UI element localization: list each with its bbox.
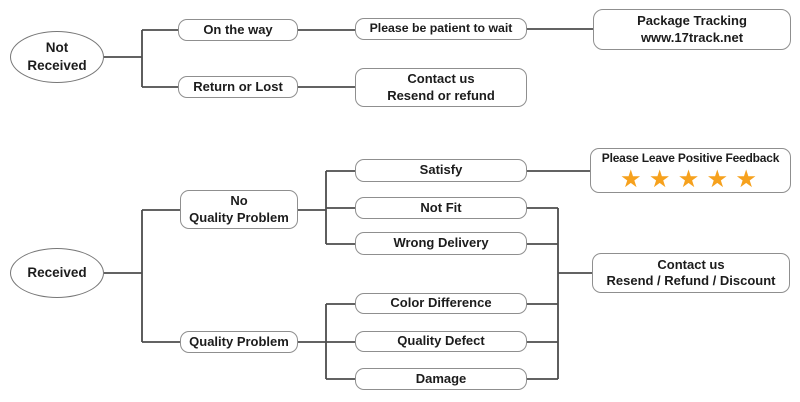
- node-no-quality-problem: No Quality Problem: [180, 190, 298, 229]
- node-positive-feedback: Please Leave Positive Feedback ★★★★★: [590, 148, 791, 193]
- node-package-tracking: Package Tracking www.17track.net: [593, 9, 791, 50]
- tracking-url-label: www.17track.net: [640, 29, 744, 45]
- contact-us-label: Contact us: [657, 256, 725, 272]
- node-not-fit-label: Not Fit: [420, 199, 462, 215]
- node-satisfy-label: Satisfy: [419, 162, 463, 178]
- node-damage-label: Damage: [415, 370, 467, 386]
- node-quality-problem: Quality Problem: [180, 331, 298, 353]
- node-wrong-delivery: Wrong Delivery: [355, 232, 527, 255]
- node-not-received-label: Not Received: [27, 40, 87, 73]
- node-not-fit: Not Fit: [355, 197, 527, 219]
- node-on-the-way: On the way: [178, 19, 298, 41]
- node-contact-us-resend-refund: Contact us Resend or refund: [355, 68, 527, 107]
- no-quality-problem-line2: Quality Problem: [189, 209, 289, 225]
- node-color-difference-label: Color Difference: [390, 295, 492, 311]
- node-received-label: Received: [27, 265, 87, 281]
- node-return-or-lost-label: Return or Lost: [193, 78, 283, 94]
- node-wrong-delivery-label: Wrong Delivery: [393, 235, 489, 251]
- node-be-patient-label: Please be patient to wait: [369, 21, 513, 36]
- node-quality-defect-label: Quality Defect: [397, 333, 485, 349]
- package-tracking-label: Package Tracking: [637, 13, 747, 29]
- node-color-difference: Color Difference: [355, 293, 527, 314]
- node-contact-us-resend-refund-discount: Contact us Resend / Refund / Discount: [592, 253, 790, 293]
- resend-refund-discount-label: Resend / Refund / Discount: [606, 273, 776, 288]
- node-not-received: Not Received: [10, 31, 104, 83]
- node-satisfy: Satisfy: [355, 159, 527, 182]
- node-damage: Damage: [355, 368, 527, 390]
- node-be-patient: Please be patient to wait: [355, 18, 527, 40]
- contact-us-label: Contact us: [407, 71, 475, 87]
- node-return-or-lost: Return or Lost: [178, 76, 298, 98]
- node-on-the-way-label: On the way: [203, 21, 273, 37]
- five-star-rating-icon: ★★★★★: [621, 168, 766, 192]
- node-quality-defect: Quality Defect: [355, 331, 527, 352]
- no-quality-problem-line1: No: [230, 193, 248, 209]
- resend-refund-label: Resend or refund: [387, 87, 495, 103]
- node-received: Received: [10, 248, 104, 298]
- node-quality-problem-label: Quality Problem: [189, 333, 289, 349]
- positive-feedback-label: Please Leave Positive Feedback: [601, 150, 780, 165]
